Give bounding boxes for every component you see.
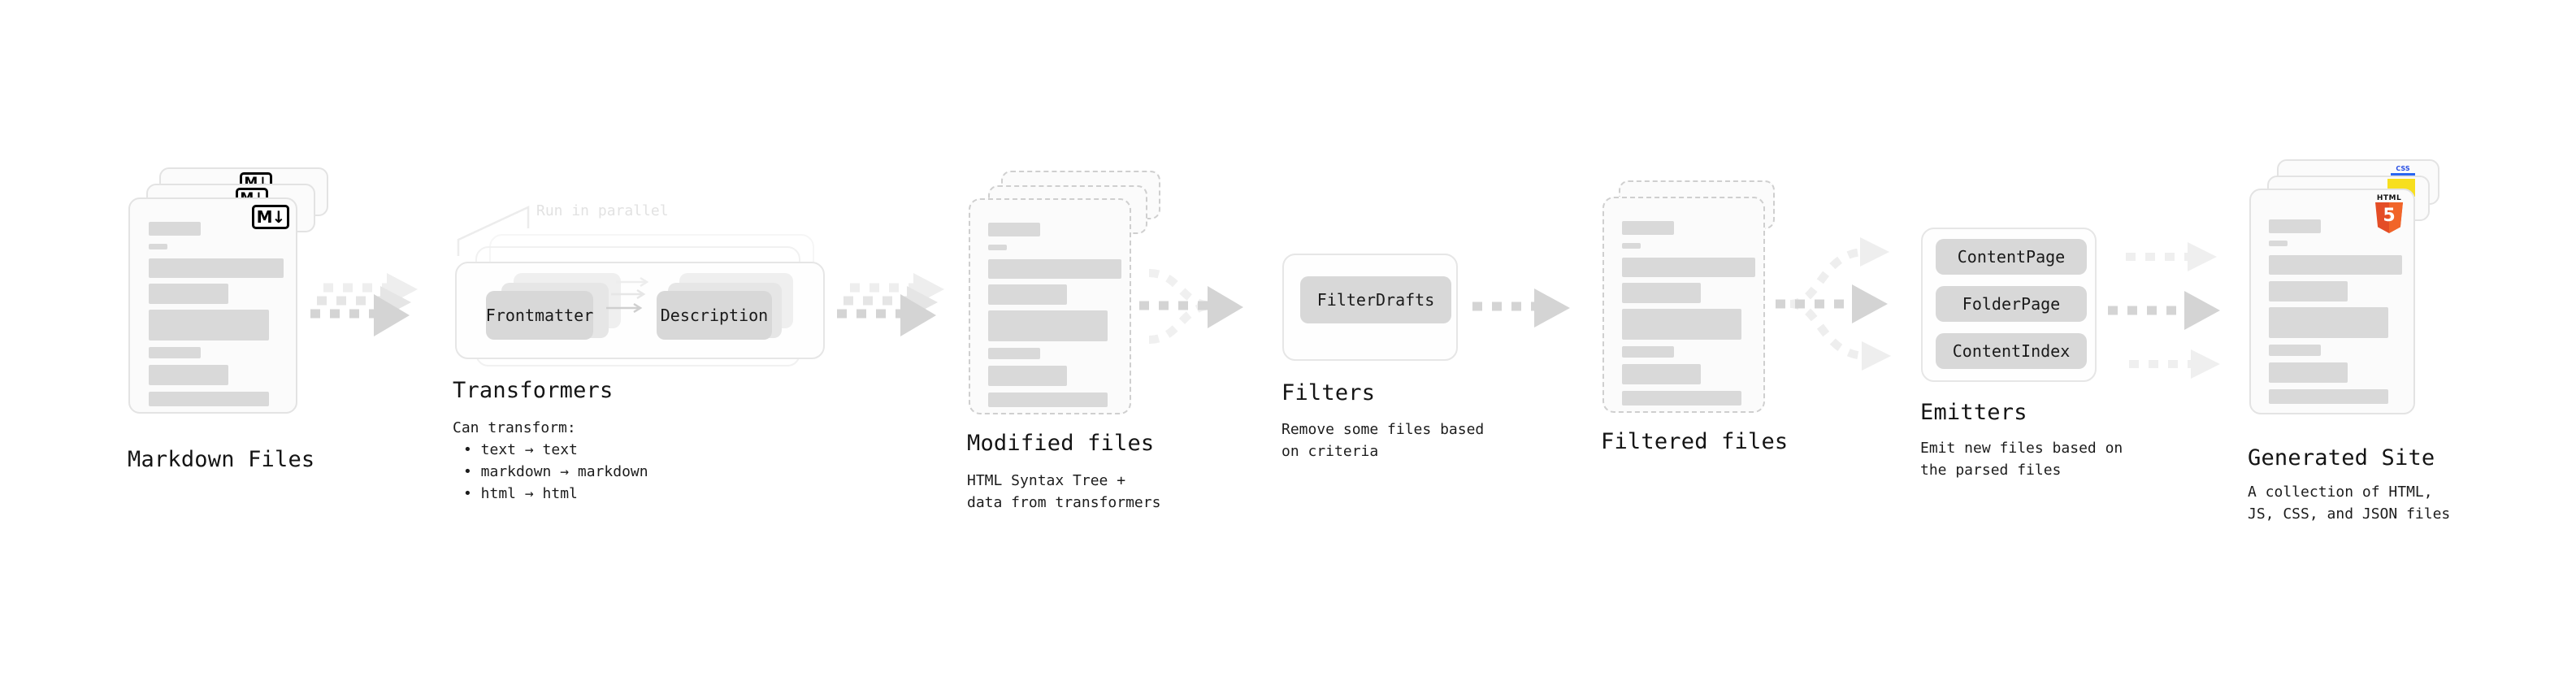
connector-modified-to-filters <box>1139 269 1243 344</box>
html5-shield-icon: 5 <box>2375 202 2403 233</box>
skeleton-bar <box>988 223 1040 236</box>
filtered-card-front <box>1602 197 1765 413</box>
transformer-node-frontmatter[interactable]: Frontmatter <box>486 291 593 340</box>
run-in-parallel-label: Run in parallel <box>536 202 669 219</box>
stage-description-generated-site: A collection of HTML, JS, CSS, and JSON … <box>2248 484 2451 523</box>
skeleton-bar <box>1622 309 1741 340</box>
connector-filters-to-filtered <box>1472 288 1570 327</box>
transformers-bullet-2: • html → html <box>463 485 578 502</box>
skeleton-bar <box>988 284 1067 305</box>
connector-md-to-transformers <box>310 273 418 336</box>
skeleton-bar <box>988 259 1121 279</box>
css-badge: CSS <box>2391 165 2415 178</box>
transformer-node-label: Description <box>660 306 769 325</box>
skeleton-bar <box>149 392 269 406</box>
transformer-inner-arrows <box>606 276 649 314</box>
stage-title-markdown-files: Markdown Files <box>128 447 315 472</box>
stage-description-transformers: Can transform: <box>453 419 576 436</box>
emitter-node-label: FolderPage <box>1962 294 2061 314</box>
skeleton-bar <box>1622 221 1674 235</box>
skeleton-bar <box>1622 346 1674 358</box>
css-badge-bar <box>2391 173 2415 176</box>
skeleton-bar <box>2269 241 2288 246</box>
skeleton-bar <box>2269 281 2348 301</box>
connector-transformers-to-modified <box>837 273 944 336</box>
emitter-node-label: ContentPage <box>1957 247 2066 267</box>
markdown-card-front <box>128 197 297 414</box>
skeleton-bar <box>1622 243 1641 249</box>
emitter-node-label: ContentIndex <box>1952 341 2071 361</box>
skeleton-bar <box>149 365 228 385</box>
skeleton-bar <box>1622 283 1701 303</box>
modified-card-front <box>969 198 1131 414</box>
stage-title-transformers: Transformers <box>453 378 614 403</box>
connector-filtered-to-emitters <box>1776 237 1891 371</box>
html5-badge-label: HTML <box>2376 194 2402 202</box>
skeleton-bar <box>1622 364 1701 384</box>
emitter-node-folderpage[interactable]: FolderPage <box>1936 286 2087 322</box>
transformers-bullet-0: • text → text <box>463 441 578 458</box>
css-badge-label: CSS <box>2396 165 2410 172</box>
transformers-bullet-1: • markdown → markdown <box>463 463 648 480</box>
transformer-node-label: Frontmatter <box>485 306 594 325</box>
skeleton-bar <box>2269 345 2321 356</box>
filter-node-filterdrafts[interactable]: FilterDrafts <box>1300 276 1451 323</box>
stage-title-filtered-files: Filtered files <box>1601 429 1789 454</box>
skeleton-bar <box>988 310 1108 341</box>
skeleton-bar <box>149 284 228 304</box>
skeleton-bar <box>2269 389 2388 404</box>
skeleton-bar <box>1622 258 1755 277</box>
skeleton-bar <box>2269 362 2348 383</box>
filter-node-label: FilterDrafts <box>1316 290 1435 310</box>
emitter-node-contentindex[interactable]: ContentIndex <box>1936 333 2087 369</box>
emitter-node-contentpage[interactable]: ContentPage <box>1936 239 2087 275</box>
transformer-node-description[interactable]: Description <box>657 291 772 340</box>
skeleton-bar <box>988 366 1067 386</box>
html5-badge: HTML 5 <box>2374 194 2405 233</box>
stage-title-generated-site: Generated Site <box>2248 445 2435 471</box>
connector-emitters-to-site <box>2108 242 2220 379</box>
skeleton-bar <box>988 348 1040 359</box>
markdown-badge-front: M↓ <box>252 205 289 229</box>
skeleton-bar <box>149 310 269 340</box>
stage-title-filters: Filters <box>1281 380 1376 406</box>
stage-description-emitters: Emit new files based on the parsed files <box>1920 440 2123 479</box>
skeleton-bar <box>2269 255 2402 275</box>
skeleton-bar <box>988 245 1007 250</box>
stage-description-filters: Remove some files based on criteria <box>1281 421 1485 460</box>
skeleton-bar <box>988 393 1108 407</box>
skeleton-bar <box>149 222 201 236</box>
skeleton-bar <box>1622 391 1741 406</box>
html5-digit: 5 <box>2383 205 2396 226</box>
skeleton-bar <box>2269 219 2321 233</box>
stage-title-modified-files: Modified files <box>967 431 1155 456</box>
skeleton-bar <box>149 244 167 249</box>
stage-description-modified-files: HTML Syntax Tree + data from transformer… <box>967 472 1161 511</box>
skeleton-bar <box>2269 307 2388 338</box>
stage-title-emitters: Emitters <box>1920 400 2027 425</box>
skeleton-bar <box>149 258 284 278</box>
skeleton-bar <box>149 347 201 358</box>
run-in-parallel-bracket <box>457 206 530 256</box>
